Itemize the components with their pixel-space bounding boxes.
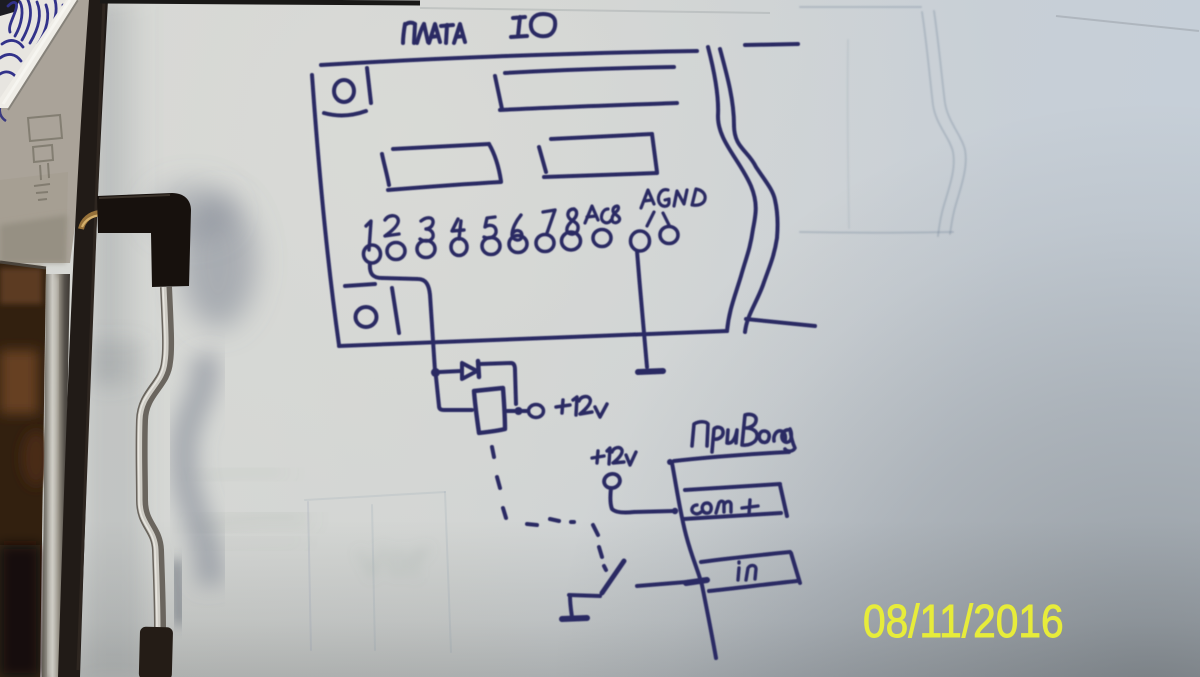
- svg-text:08/11/2016: 08/11/2016: [863, 595, 1064, 647]
